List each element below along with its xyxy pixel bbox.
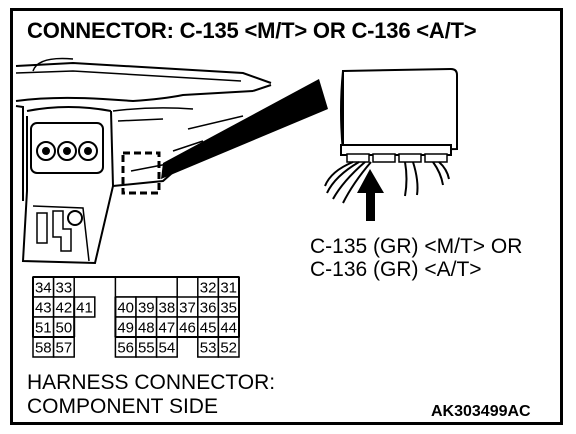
- connector-callout-line-1: C-135 (GR) <M/T> OR: [310, 235, 523, 258]
- pin-number: 42: [56, 300, 73, 317]
- pin-number: 47: [159, 320, 176, 337]
- pin-number: 34: [35, 280, 52, 297]
- pin-number: 35: [220, 300, 237, 317]
- pin-number: 39: [138, 300, 155, 317]
- harness-caption-line-1: HARNESS CONNECTOR:: [27, 371, 276, 394]
- pin-number: 52: [220, 340, 237, 357]
- pin-number: 45: [200, 320, 217, 337]
- pin-number: 33: [56, 280, 73, 297]
- diagram-title: CONNECTOR: C-135 <M/T> OR C-136 <A/T>: [27, 18, 477, 43]
- pin-number: 40: [117, 300, 134, 317]
- pin-number: 38: [159, 300, 176, 317]
- diagram-frame: CONNECTOR: C-135 <M/T> OR C-136 <A/T>: [10, 8, 563, 425]
- pin-number: 31: [220, 280, 237, 297]
- ecu-module-illustration: [324, 67, 458, 204]
- pin-number: 37: [179, 300, 196, 317]
- pin-number: 56: [117, 340, 134, 357]
- pin-number: 53: [200, 340, 217, 357]
- harness-caption-line-2: COMPONENT SIDE: [27, 395, 218, 418]
- pin-number: 51: [35, 320, 52, 337]
- ecu-location-marker: [121, 151, 161, 195]
- connector-key: [114, 276, 178, 298]
- pin-number: 32: [200, 280, 217, 297]
- pin-number: 58: [35, 340, 52, 357]
- pin-number: 48: [138, 320, 155, 337]
- pin-number: 44: [220, 320, 237, 337]
- pin-number: 43: [35, 300, 52, 317]
- pin-number: 54: [159, 340, 176, 357]
- pin-number: 55: [138, 340, 155, 357]
- pin-number: 36: [200, 300, 217, 317]
- connector-arrow: [357, 169, 384, 221]
- figure-id: AK303499AC: [431, 403, 531, 420]
- pin-number: 49: [117, 320, 134, 337]
- connector-callout-line-2: C-136 (GR) <A/T>: [310, 258, 482, 281]
- pin-number: 46: [179, 320, 196, 337]
- pointer-beam: [161, 79, 328, 179]
- dashboard-illustration: [15, 57, 272, 265]
- pin-number: 41: [76, 300, 93, 317]
- pin-number: 50: [56, 320, 73, 337]
- pin-number: 57: [56, 340, 73, 357]
